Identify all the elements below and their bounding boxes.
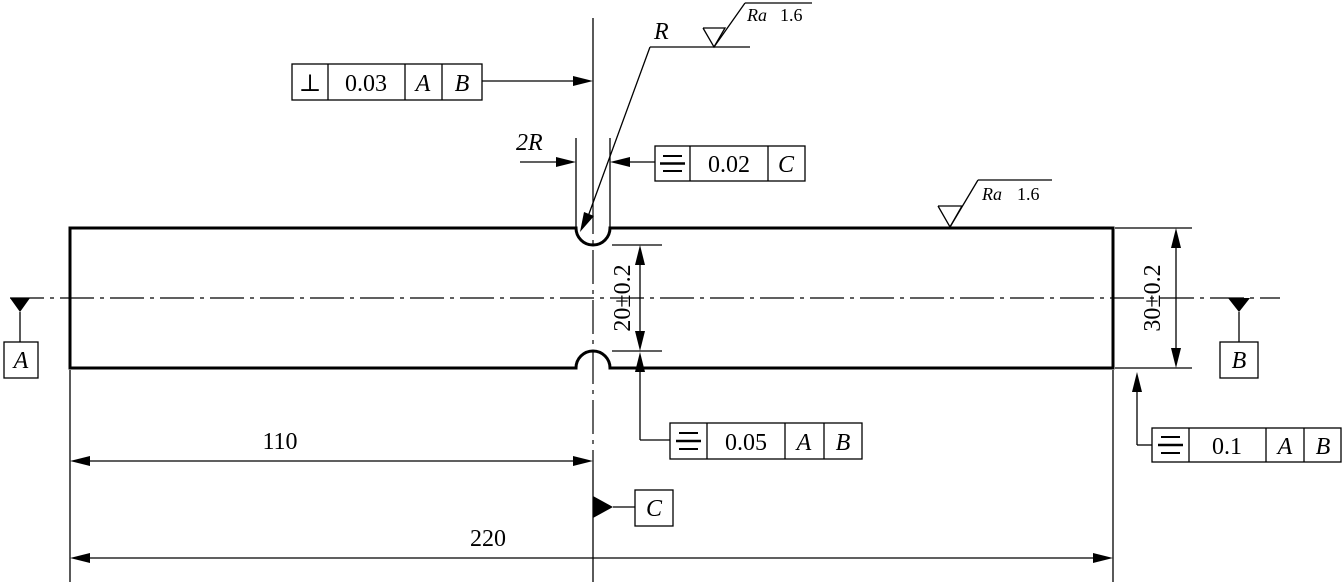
roughness-groove-sym: Ra (746, 5, 767, 25)
outer-symmetry-datum-2: B (1316, 434, 1331, 460)
roughness-top-sym: Ra (981, 184, 1002, 204)
roughness-groove: Ra 1.6 (702, 2, 812, 49)
roughness-top: Ra 1.6 (937, 179, 1052, 229)
outer-symmetry-datum-1: A (1276, 434, 1293, 460)
groove-symmetry-datum: C (778, 152, 795, 178)
datum-c-label: C (646, 496, 663, 522)
datum-a: A (3, 298, 39, 379)
groove-depth-symmetry-frame: 0.05 A B (635, 352, 863, 460)
overall-length-label: 220 (470, 526, 506, 552)
outer-symmetry-frame: 0.1 A B (1132, 372, 1342, 463)
symmetry-icon (1158, 436, 1183, 454)
datum-c: C (593, 489, 674, 527)
groove-width-dimension: 2R (516, 130, 655, 228)
groove-depth-symmetry-value: 0.05 (725, 430, 767, 456)
perpendicularity-frame: ⊥ 0.03 A B (291, 63, 593, 101)
symmetry-icon (660, 155, 685, 172)
perpendicularity-symbol: ⊥ (299, 71, 322, 97)
groove-depth-dimension: 20±0.2 (610, 244, 662, 352)
half-length-label: 110 (262, 429, 297, 455)
part-outline (68, 226, 1115, 370)
diameter-dimension: 30±0.2 (1115, 227, 1192, 369)
symmetry-icon (676, 432, 701, 450)
groove-depth-symmetry-datum-1: A (795, 430, 812, 456)
diameter-label: 30±0.2 (1140, 264, 1166, 331)
groove-depth-symmetry-datum-2: B (836, 430, 851, 456)
length-extension-lines (69, 370, 1114, 582)
perpendicularity-value: 0.03 (345, 71, 387, 97)
half-length-dimension: 110 (70, 429, 593, 466)
radius-leader: R (580, 19, 750, 232)
overall-length-dimension: 220 (70, 526, 1113, 563)
roughness-top-val: 1.6 (1017, 184, 1040, 204)
roughness-groove-val: 1.6 (780, 5, 803, 25)
groove-symmetry-value: 0.02 (708, 152, 750, 178)
outer-symmetry-value: 0.1 (1212, 434, 1242, 460)
datum-b: B (1219, 298, 1259, 379)
groove-width-label: 2R (516, 130, 543, 156)
groove-depth-label: 20±0.2 (610, 264, 636, 331)
perpendicularity-datum-2: B (455, 71, 470, 97)
datum-b-label: B (1232, 348, 1247, 374)
groove-symmetry-frame: 0.02 C (654, 145, 806, 182)
datum-a-label: A (12, 348, 29, 374)
radius-label: R (653, 19, 669, 45)
perpendicularity-datum-1: A (414, 71, 431, 97)
